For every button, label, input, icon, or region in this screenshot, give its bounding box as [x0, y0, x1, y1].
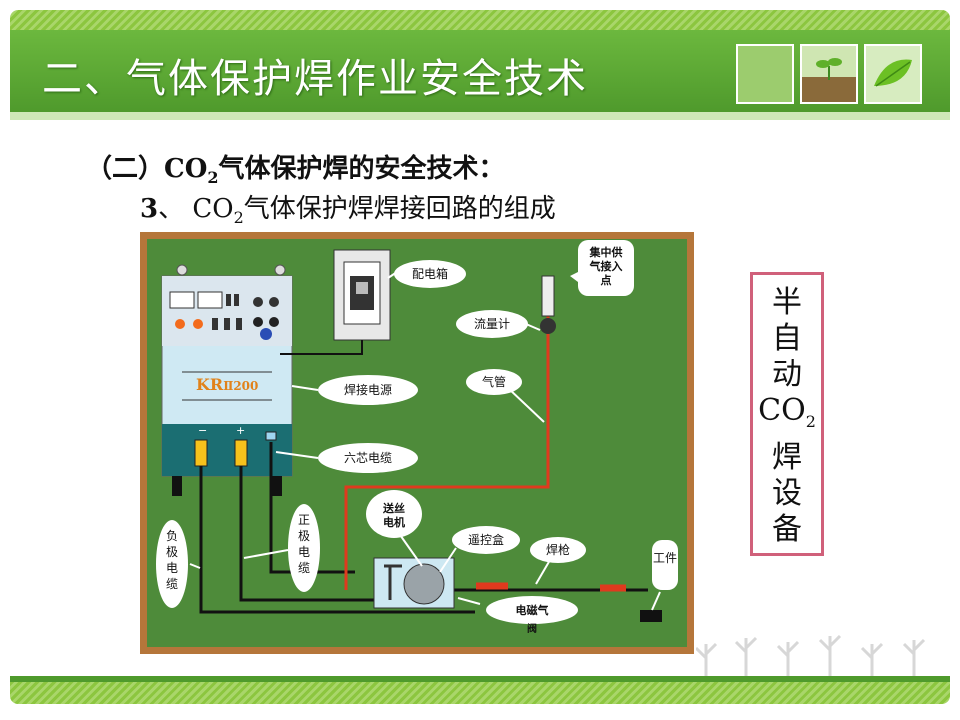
svg-text:正: 正 — [298, 513, 310, 527]
sprout-icon — [816, 58, 842, 80]
svg-text:流量计: 流量计 — [474, 317, 510, 331]
workpiece — [640, 610, 662, 622]
svg-text:电: 电 — [298, 545, 310, 559]
terminal-minus-label: − — [198, 424, 207, 437]
top-stripe — [10, 10, 950, 32]
terminal-plus-label: + — [236, 424, 245, 437]
svg-text:配电箱: 配电箱 — [412, 266, 448, 281]
six-core-cable-line — [269, 442, 355, 574]
machine-model-label: KRⅡ200 — [196, 375, 258, 394]
callout-flow-meter: 流量计 — [456, 310, 541, 338]
svg-text:点: 点 — [601, 273, 612, 287]
page-title: 二、气体保护焊作业安全技术 — [42, 56, 588, 102]
header-underline — [10, 112, 950, 120]
svg-text:送丝: 送丝 — [382, 501, 405, 515]
mains-cable — [280, 340, 363, 355]
welding-power-source — [161, 264, 293, 496]
callout-distribution-box: 配电箱 — [387, 260, 466, 288]
svg-text:焊枪: 焊枪 — [546, 542, 570, 557]
leaf-thumbnail — [864, 44, 922, 104]
callout-remote-box: 遥控盒 — [439, 526, 520, 573]
flow-meter-valve — [540, 318, 556, 334]
callout-negative-cable: 负 极 电 缆 — [156, 520, 201, 608]
negative-cable-line — [199, 466, 475, 614]
gas-pipe-line — [344, 310, 550, 590]
svg-text:电磁气: 电磁气 — [516, 603, 549, 617]
welding-circuit-diagram: KRⅡ200 − + 配电箱 集中供 气接入 点 流 — [140, 232, 694, 654]
flow-meter — [541, 275, 555, 317]
svg-text:缆: 缆 — [298, 561, 310, 575]
blank-thumbnail — [736, 44, 794, 104]
callout-gas-pipe: 气管 — [466, 369, 545, 423]
svg-text:工件: 工件 — [653, 551, 677, 565]
svg-text:阀: 阀 — [527, 622, 537, 635]
svg-text:极: 极 — [298, 529, 310, 543]
callout-power-source: 焊接电源 — [291, 375, 418, 405]
callout-six-core-cable: 六芯电缆 — [275, 443, 418, 473]
side-label-box: 半 自 动 CO2 焊 设 备 — [750, 272, 824, 556]
svg-text:集中供: 集中供 — [589, 245, 623, 259]
callout-wire-feeder: 送丝 电机 — [366, 490, 423, 567]
callout-positive-cable: 正 极 电 缆 — [243, 504, 320, 592]
callout-torch: 焊枪 — [530, 537, 586, 585]
distribution-box — [333, 249, 391, 341]
sprout-thumbnail — [800, 44, 858, 104]
leaf-icon — [874, 59, 912, 87]
svg-text:焊接电源: 焊接电源 — [344, 382, 392, 397]
item-heading: 3、 CO2气体保护焊焊接回路的组成 — [140, 194, 556, 228]
footer-bar — [10, 676, 950, 684]
svg-text:缆: 缆 — [166, 577, 178, 591]
wire-feeder — [373, 557, 455, 609]
svg-text:极: 极 — [166, 545, 178, 559]
svg-text:气接入: 气接入 — [589, 259, 623, 273]
svg-text:电: 电 — [166, 561, 178, 575]
svg-text:负: 负 — [166, 529, 178, 543]
bottom-stripe — [10, 682, 950, 704]
svg-text:电机: 电机 — [383, 515, 405, 529]
positive-cable-line — [239, 466, 380, 602]
svg-text:气管: 气管 — [482, 374, 506, 389]
svg-text:遥控盒: 遥控盒 — [468, 532, 504, 547]
callout-solenoid-valve: 电磁气 阀 — [457, 596, 578, 635]
callout-workpiece: 工件 — [651, 540, 678, 611]
callout-gas-supply: 集中供 气接入 点 — [570, 240, 634, 296]
side-label-text: 半 自 动 CO2 焊 设 备 — [758, 285, 816, 547]
section-heading: （二）CO2气体保护焊的安全技术： — [86, 154, 505, 188]
svg-text:六芯电缆: 六芯电缆 — [344, 451, 392, 465]
